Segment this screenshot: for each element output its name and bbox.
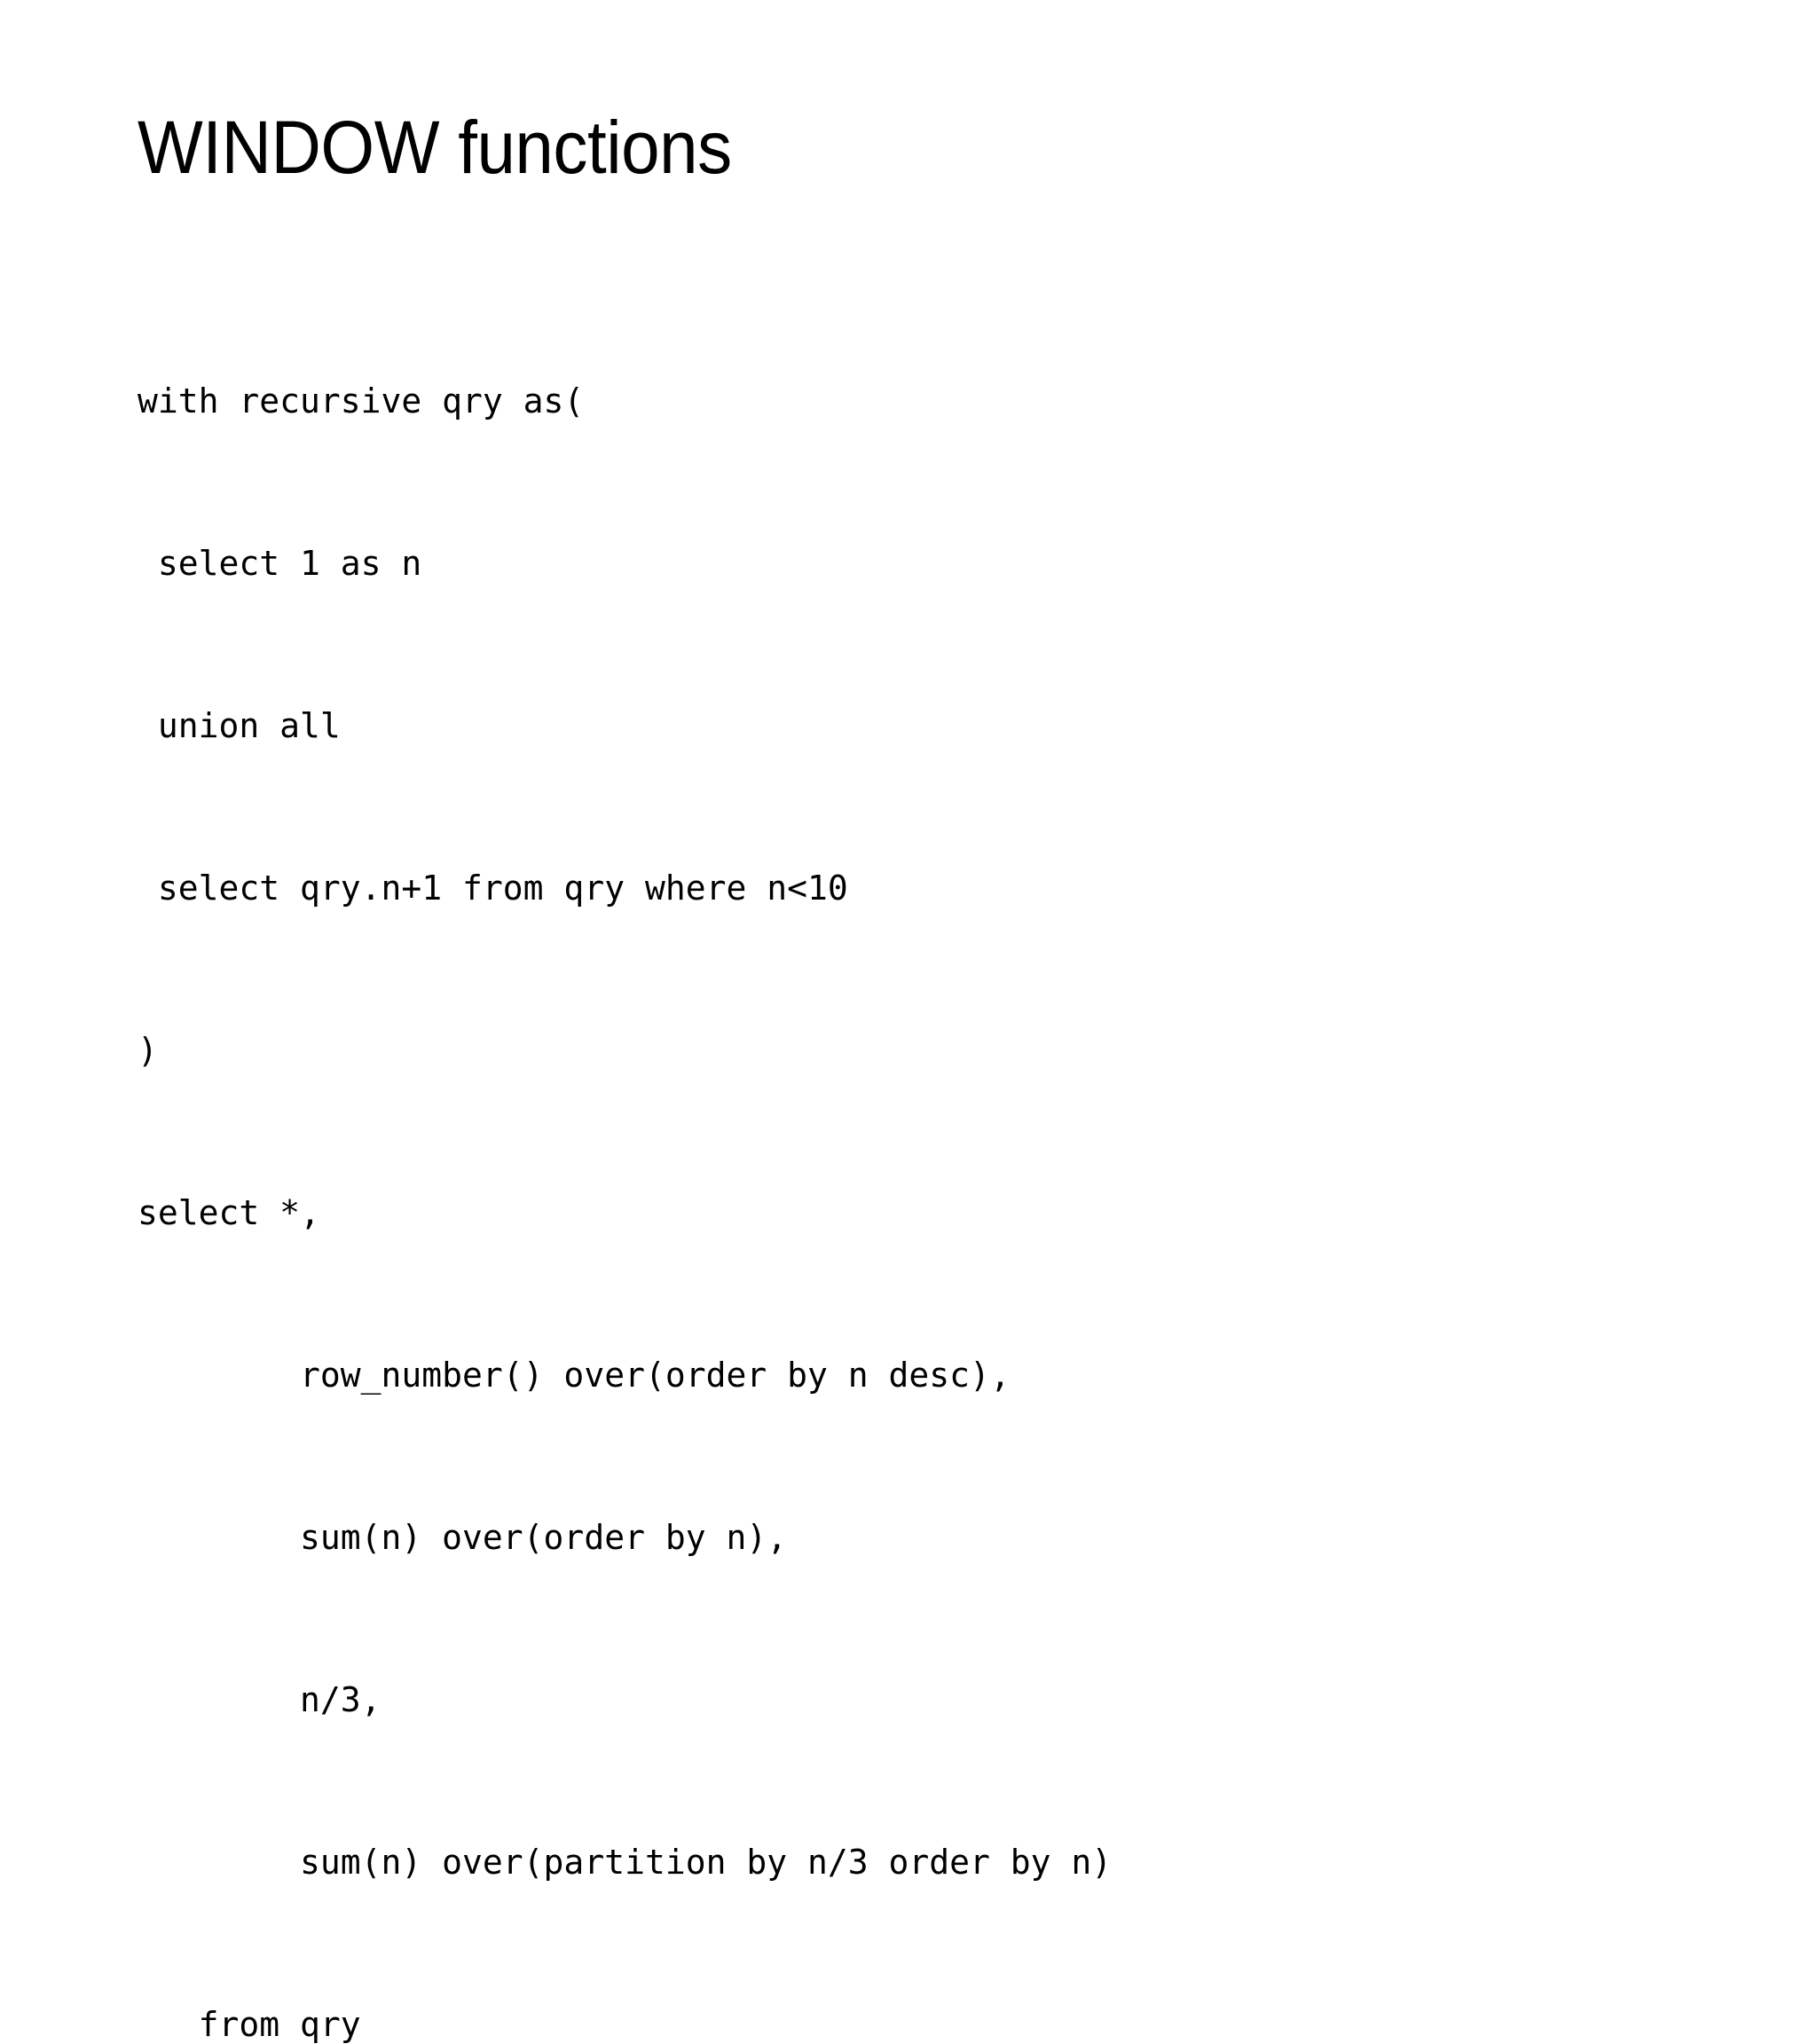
code-line: sum(n) over(partition by n/3 order by n)	[138, 1843, 1113, 1882]
code-line: from qry	[138, 2005, 361, 2044]
sql-code-block: with recursive qry as( select 1 as n uni…	[138, 266, 1646, 2044]
code-line: n/3,	[138, 1680, 381, 1719]
code-line: select *,	[138, 1193, 320, 1232]
code-line: select 1 as n	[138, 544, 422, 583]
code-line: with recursive qry as(	[138, 381, 585, 421]
code-line: )	[138, 1031, 158, 1070]
code-line: select qry.n+1 from qry where n<10	[138, 869, 848, 908]
code-line: sum(n) over(order by n),	[138, 1518, 788, 1557]
slide-canvas: WINDOW functions with recursive qry as( …	[138, 106, 1113, 2044]
code-line: row_number() over(order by n desc),	[138, 1356, 1011, 1395]
code-line: union all	[138, 706, 341, 745]
page-title: WINDOW functions	[138, 106, 732, 189]
